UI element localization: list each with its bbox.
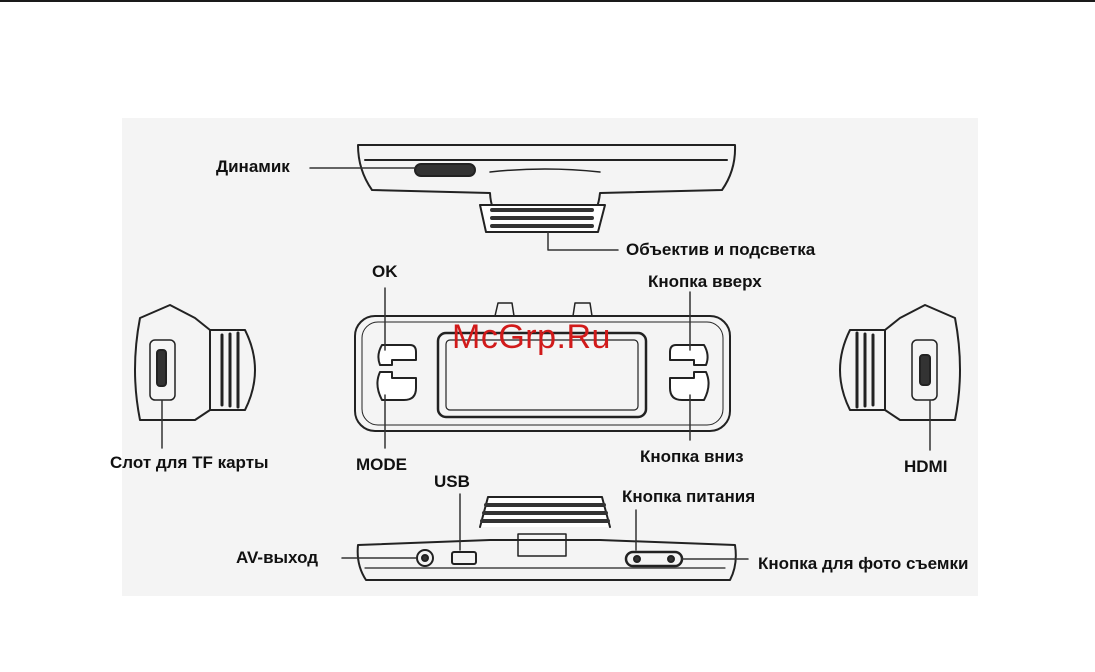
tf-slot bbox=[157, 350, 166, 386]
speaker-grille bbox=[415, 164, 475, 176]
lens-leader bbox=[548, 232, 618, 250]
label-ok: OK bbox=[372, 262, 398, 282]
mode-button[interactable] bbox=[377, 372, 416, 400]
label-lens: Объектив и подсветка bbox=[626, 240, 815, 260]
label-hdmi: HDMI bbox=[904, 457, 947, 477]
label-speaker: Динамик bbox=[216, 157, 290, 177]
usb-port bbox=[452, 552, 476, 564]
label-mode: MODE bbox=[356, 455, 407, 475]
watermark: McGrp.Ru bbox=[452, 318, 611, 357]
label-down-button: Кнопка вниз bbox=[640, 447, 744, 467]
label-usb: USB bbox=[434, 472, 470, 492]
bottom-view-camera bbox=[358, 497, 736, 580]
label-power-button: Кнопка питания bbox=[622, 487, 755, 507]
ok-button[interactable] bbox=[378, 345, 416, 365]
top-view-camera bbox=[358, 145, 735, 232]
label-av-out: AV-выход bbox=[236, 548, 318, 568]
label-photo-button: Кнопка для фото съемки bbox=[758, 554, 968, 574]
label-tf-slot: Слот для TF карты bbox=[110, 453, 269, 473]
up-button[interactable] bbox=[670, 345, 708, 365]
hdmi-port bbox=[920, 355, 930, 385]
right-side-camera bbox=[840, 305, 960, 420]
left-side-camera bbox=[135, 305, 255, 420]
label-up-button: Кнопка вверх bbox=[648, 272, 762, 292]
